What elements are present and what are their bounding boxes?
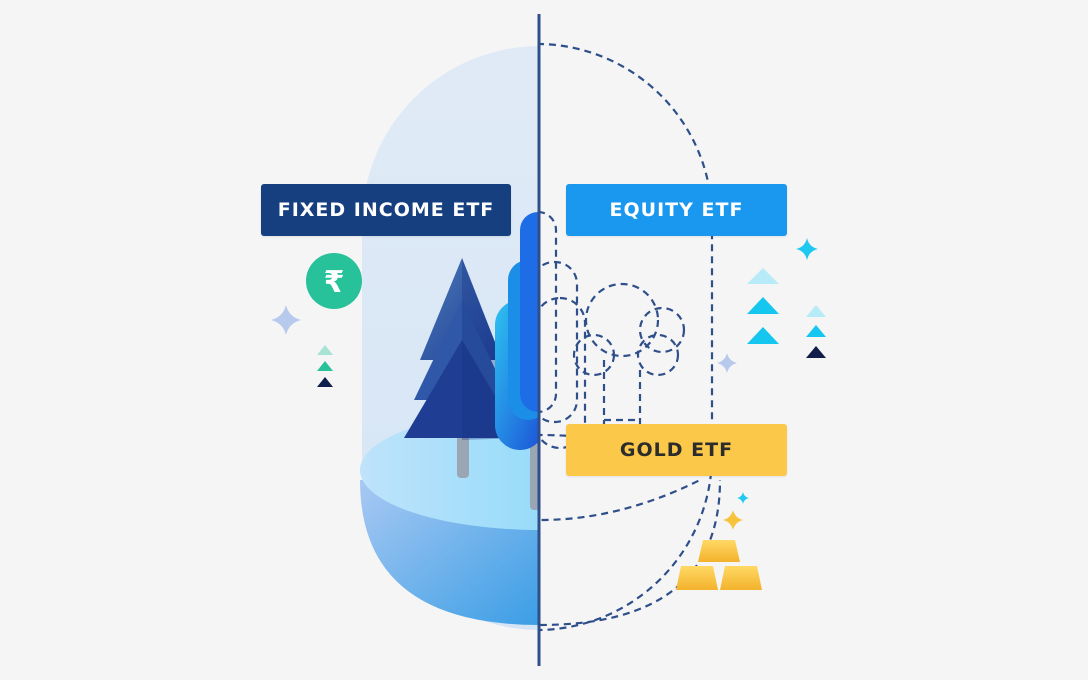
- sparkle-icon: [717, 353, 737, 373]
- rupee-icon: ₹: [306, 253, 362, 309]
- sparkle-icon: [271, 305, 301, 335]
- fixed-income-etf-label: FIXED INCOME ETF: [261, 184, 511, 236]
- gold-etf-label: GOLD ETF: [566, 424, 787, 476]
- cypress-outline: [540, 211, 558, 413]
- sparkle-icon: [723, 510, 743, 530]
- round-tree-outline-icon: [572, 282, 686, 470]
- soil-bowl-top: [360, 410, 540, 530]
- up-arrows-icon: [747, 268, 779, 344]
- up-arrows-icon: [317, 345, 333, 387]
- equity-etf-label: EQUITY ETF: [566, 184, 787, 236]
- up-arrows-icon: [806, 305, 826, 358]
- sparkle-icon: [796, 238, 818, 260]
- rupee-symbol: ₹: [324, 265, 345, 300]
- sparkle-icon: [737, 492, 749, 504]
- gold-bars-icon: [676, 540, 762, 590]
